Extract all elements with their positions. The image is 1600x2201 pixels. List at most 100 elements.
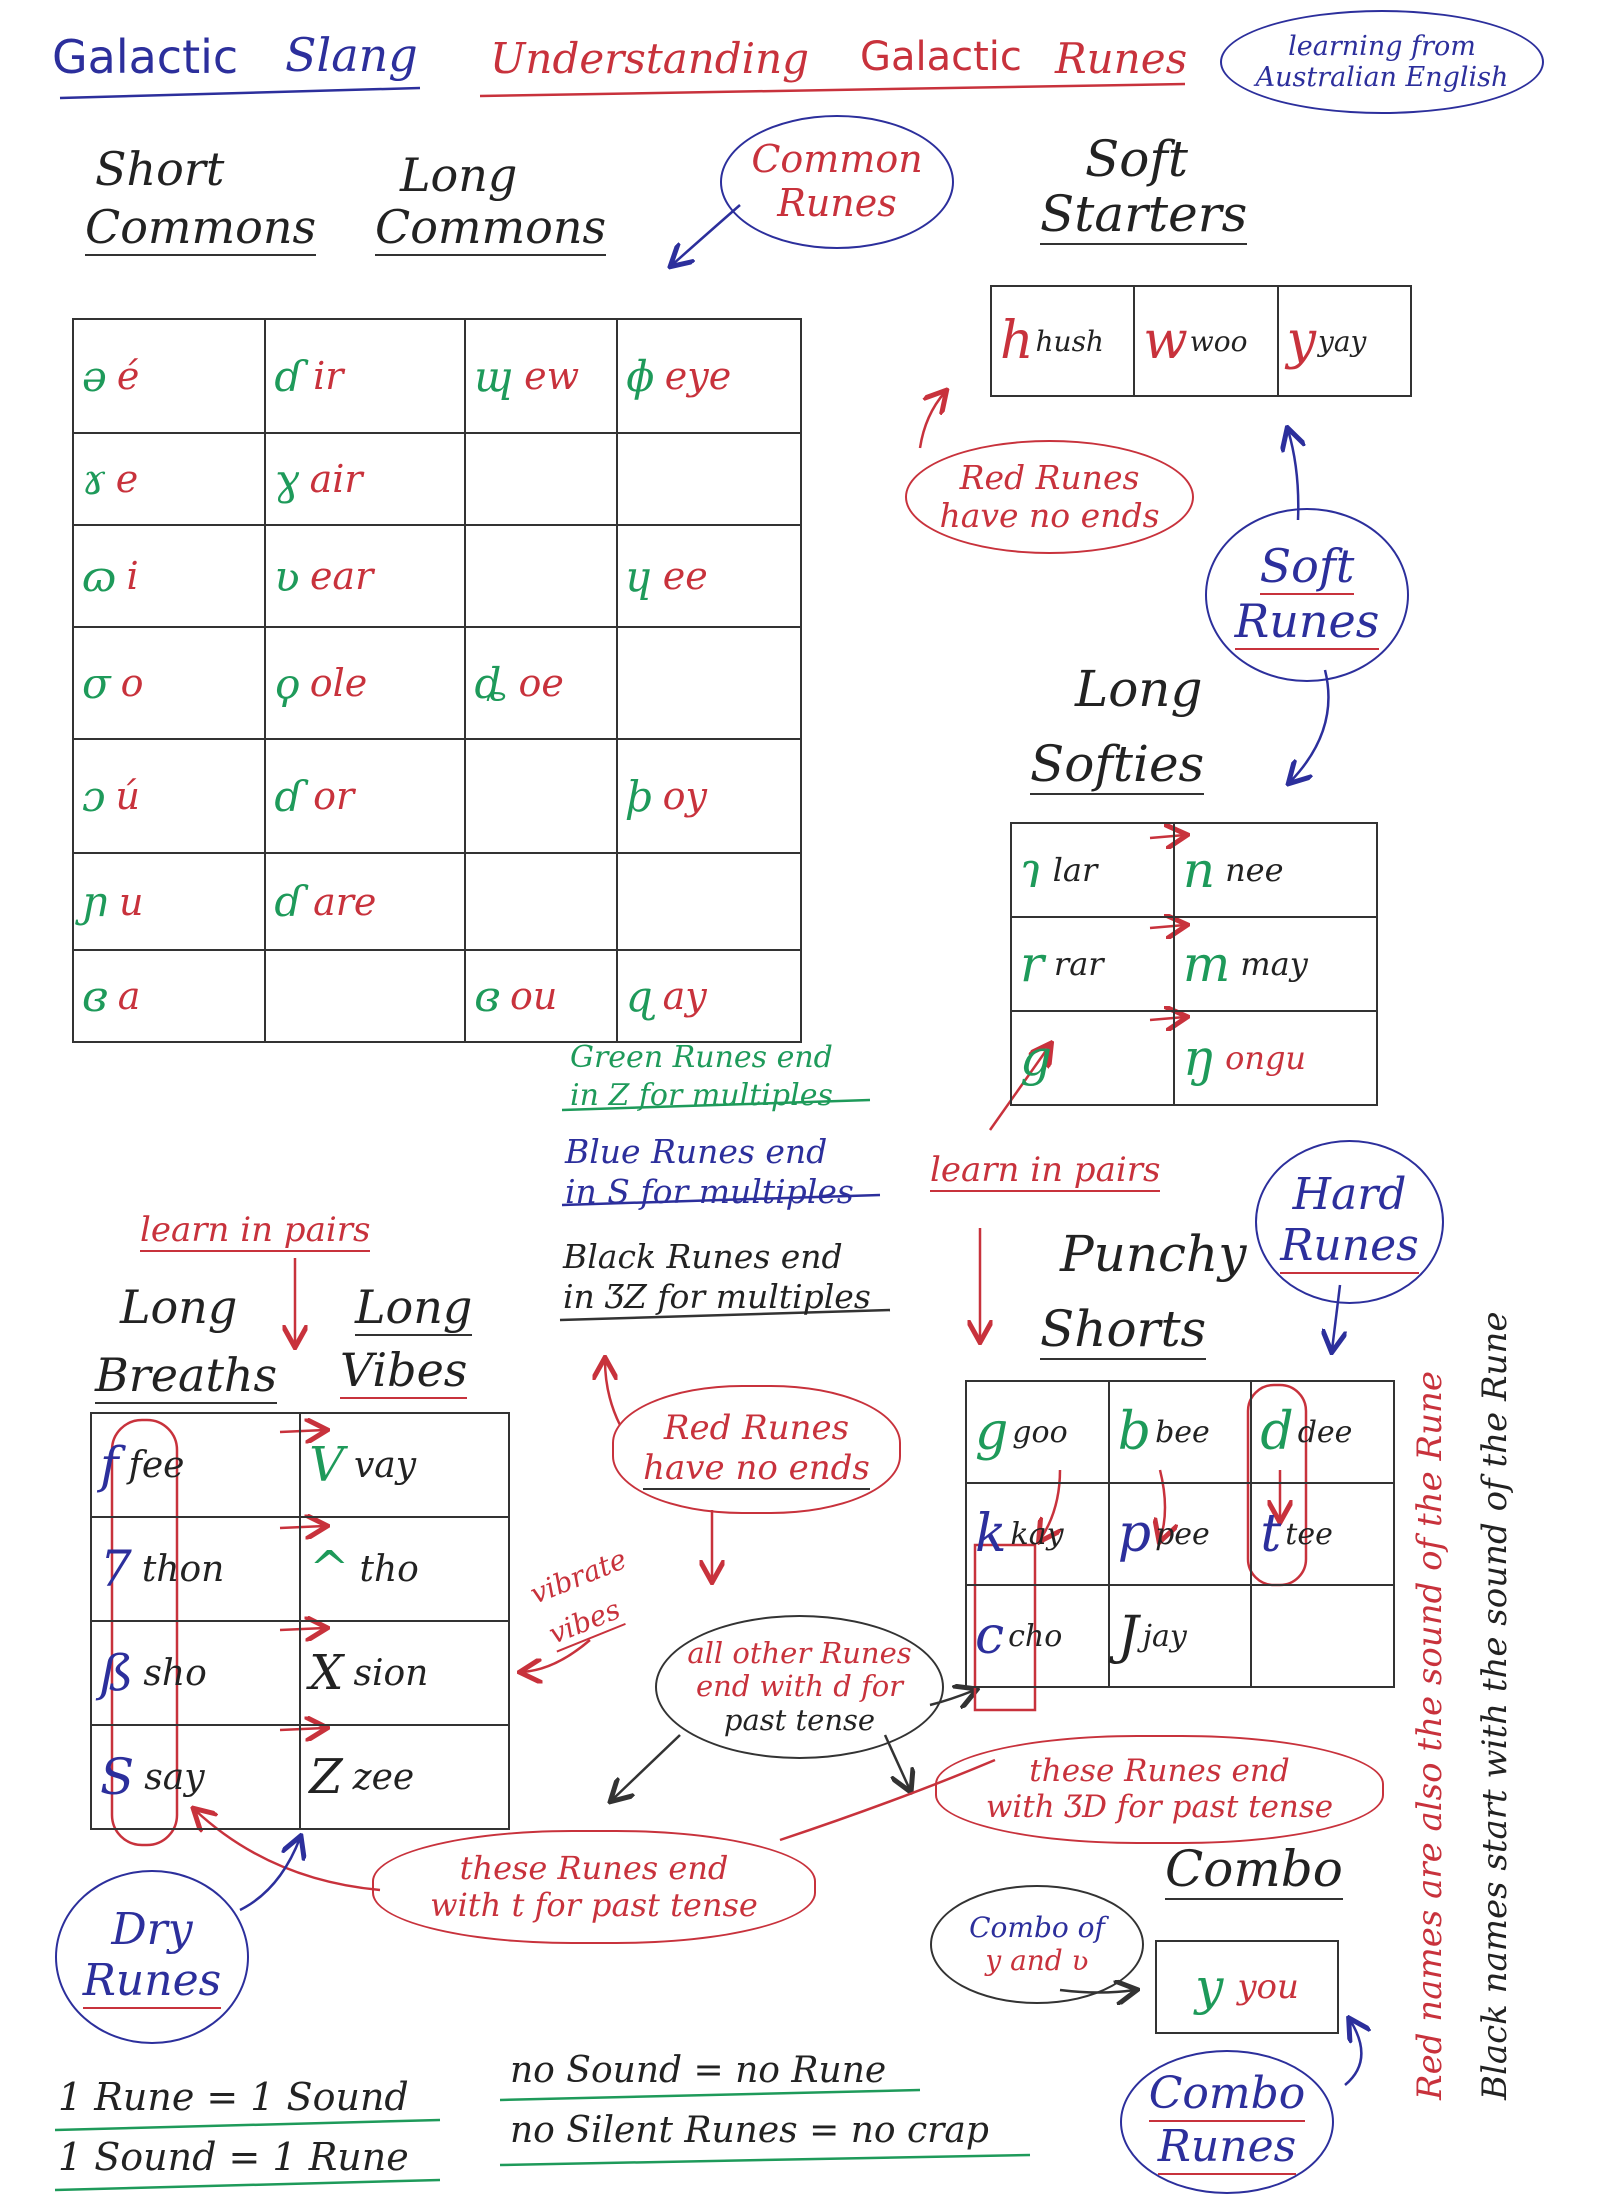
rune-name: thon [141,1548,225,1590]
rune-name: ir [313,354,344,398]
common-bubble-line1: Common [751,137,923,182]
subtitle-understanding: Understanding [490,34,810,83]
badge-line1: learning from [1288,30,1476,62]
other-runes-bubble: all other Runes end with d for past tens… [655,1615,944,1759]
dry-bubble-line2: Runes [82,1955,222,2009]
rune-glyph: ϙ [274,658,300,708]
rune-name: ú [115,774,141,818]
short-heading-line1: Short [95,142,225,196]
long-heading-line2: Commons [375,200,607,256]
punchy-heading-line2: Shorts [1040,1300,1207,1360]
soft-red-note-line2: have no ends [939,496,1160,535]
t-past-note-bubble: these Runes end with t for past tense [372,1830,816,1944]
rune-glyph: d [1260,1402,1294,1462]
green-note-line2: in Z for multiples [570,1078,833,1113]
combo-heading: Combo [1165,1840,1343,1900]
table-cell [464,852,618,951]
rune-name: sion [353,1652,429,1694]
common-bubble-line2: Runes [777,181,897,225]
rune-glyph: ɗ [274,351,304,401]
table-cell [264,949,467,1043]
dry-runes-bubble: Dry Runes [55,1870,249,2044]
soft-bubble-line2: Runes [1234,594,1380,650]
rune-glyph: p [1117,1504,1152,1564]
rune-glyph: ɞ [474,971,501,1021]
rune-glyph: ɣ [274,454,300,504]
rune-name: yay [1318,324,1367,358]
equation-2: 1 Sound = 1 Rune [58,2135,409,2179]
dry-bubble-line1: Dry [111,1904,193,1956]
rune-name: may [1240,945,1308,983]
table-cell [615,852,803,951]
rune-name: pee [1155,1516,1210,1552]
rune-glyph: b [1117,1402,1152,1462]
breaths-heading-line2: Breaths [95,1348,278,1404]
combo-small-line2: y and ʋ [985,1943,1089,1977]
rune-glyph: ɰ [474,351,515,401]
rune-glyph: g [1020,1029,1053,1087]
rune-glyph: ə [82,351,107,401]
rune-glyph: w [1143,311,1188,371]
rune-name: eye [664,354,732,398]
rune-name: tee [1285,1516,1333,1552]
rune-name: jay [1142,1618,1187,1654]
rune-glyph: ɲ [82,877,110,926]
rune-name: kay [1010,1516,1064,1552]
table-cell [464,432,618,526]
vibes-heading-line2: Vibes [340,1343,468,1399]
rune-name: a [117,974,141,1018]
green-note-line1: Green Runes end [570,1040,833,1075]
rune-glyph: ɔ [82,771,106,821]
other-line2: end with d for [695,1669,904,1704]
side-red-note: Red names are also the sound of the Rune [1410,1370,1450,2100]
combo-small-line1: Combo of [969,1911,1105,1945]
table-cell [464,524,618,628]
badge-line2: Australian English [1255,62,1509,93]
center-red-note-line2: have no ends [643,1448,870,1490]
table-cell [615,432,803,526]
common-runes-bubble: Common Runes [720,115,954,249]
vibes-heading-line1: Long [355,1280,473,1336]
rune-glyph: ŋ [1182,1029,1216,1087]
rune-glyph: ß [100,1644,134,1702]
title-galactic: Galactic [52,30,239,84]
learn-pairs-right: learn in pairs [930,1150,1161,1192]
rune-glyph: J [1117,1606,1139,1666]
subtitle-runes: Runes [1055,34,1188,83]
long-softies-heading-line1: Long [1075,660,1203,718]
rune-name: ole [309,661,368,705]
rune-glyph: ^ [309,1541,350,1597]
table-cell [464,738,618,854]
table-cell: g [1010,1010,1175,1106]
long-softies-heading-line2: Softies [1030,735,1205,795]
rune-name: nee [1225,851,1284,889]
combo-name: you [1237,1967,1299,2007]
rune-name: fee [128,1444,185,1486]
subtitle-galactic: Galactic [860,34,1022,80]
rune-name: ew [524,354,580,398]
rune-glyph: X [309,1645,344,1701]
